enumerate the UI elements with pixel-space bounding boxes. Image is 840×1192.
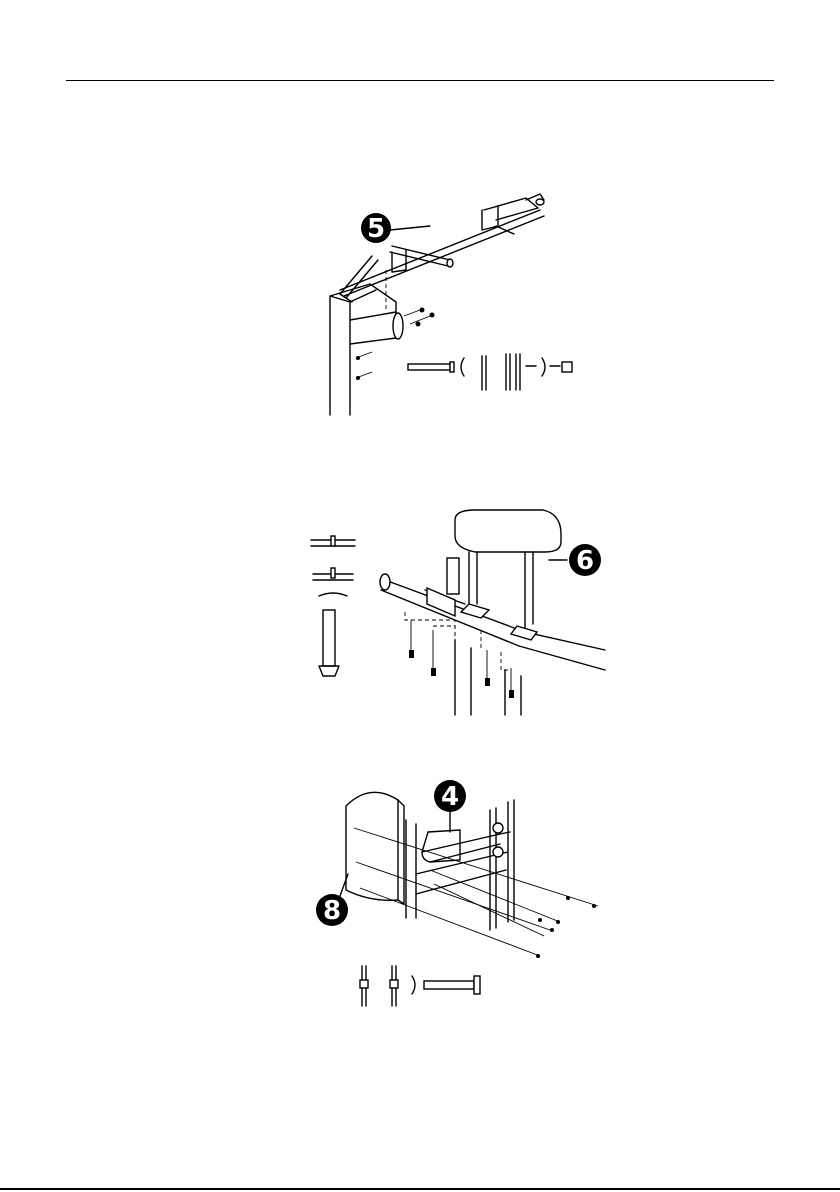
- callout-badge: 8: [316, 894, 348, 926]
- seat-pad-assembly-drawing: 6: [305, 500, 615, 715]
- assembly-figure-parts-4-8: 4 8: [300, 770, 610, 1020]
- top-frame-assembly-drawing: 5: [300, 190, 600, 420]
- callout-number: 5: [367, 214, 385, 244]
- callout-number: 4: [441, 782, 459, 812]
- callout-number: 6: [576, 546, 594, 576]
- footer-rule: [0, 1188, 840, 1190]
- callout-badge: 6: [569, 544, 601, 576]
- callout-badge: 5: [361, 213, 391, 244]
- header-rule: [66, 80, 774, 81]
- back-pad-assembly-drawing: 4 8: [300, 770, 610, 1020]
- callout-badge: 4: [434, 780, 466, 812]
- assembly-figure-part-6: 6: [305, 500, 615, 715]
- assembly-figure-part-5: 5: [300, 190, 600, 420]
- callout-number: 8: [323, 896, 341, 926]
